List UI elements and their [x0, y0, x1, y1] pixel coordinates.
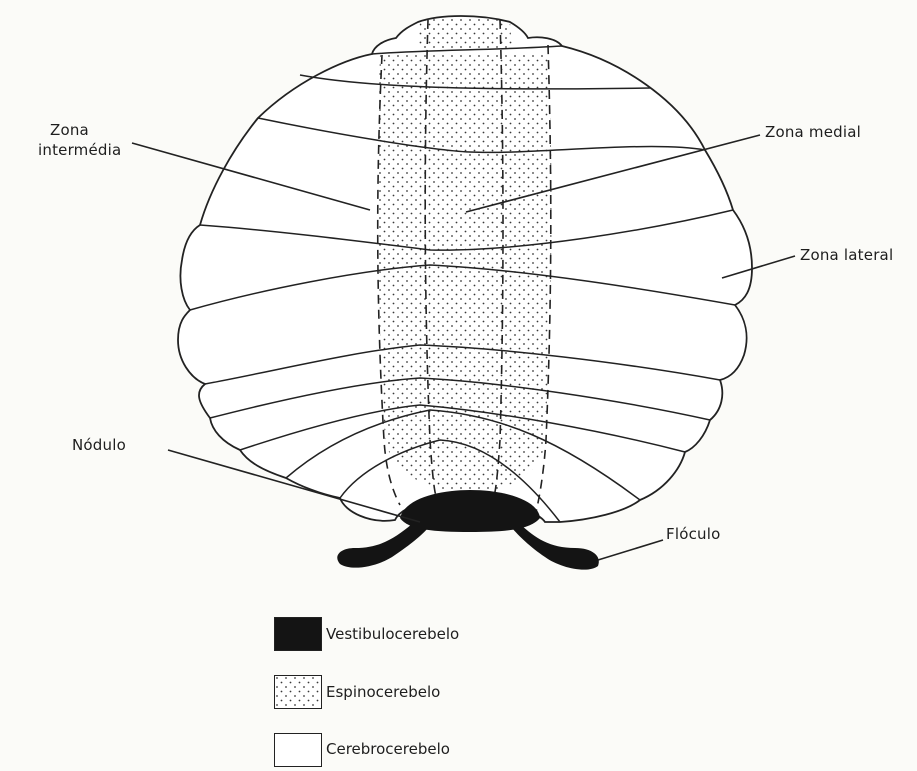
- label-zona-intermedia: Zona intermédia: [38, 120, 121, 160]
- label-zona-lateral: Zona lateral: [800, 245, 893, 265]
- label-zona-intermedia-line2: intermédia: [38, 140, 121, 160]
- flocculus-right: [512, 524, 599, 570]
- pointer-floculo: [598, 540, 663, 560]
- label-nodulo: Nódulo: [72, 435, 126, 455]
- legend-label-vestibulocerebelo: Vestibulocerebelo: [326, 624, 459, 644]
- vermis-top-dots: [418, 17, 512, 50]
- label-zona-medial: Zona medial: [765, 122, 861, 142]
- legend-swatch-vestibulocerebelo: [274, 617, 322, 651]
- legend-label-cerebrocerebelo: Cerebrocerebelo: [326, 739, 450, 759]
- legend-swatch-espinocerebelo: [274, 675, 322, 709]
- legend-label-espinocerebelo: Espinocerebelo: [326, 682, 440, 702]
- label-zona-intermedia-line1: Zona: [38, 120, 121, 140]
- legend-swatch-cerebrocerebelo: [274, 733, 322, 767]
- flocculus-left: [337, 524, 428, 568]
- label-floculo: Flóculo: [666, 524, 720, 544]
